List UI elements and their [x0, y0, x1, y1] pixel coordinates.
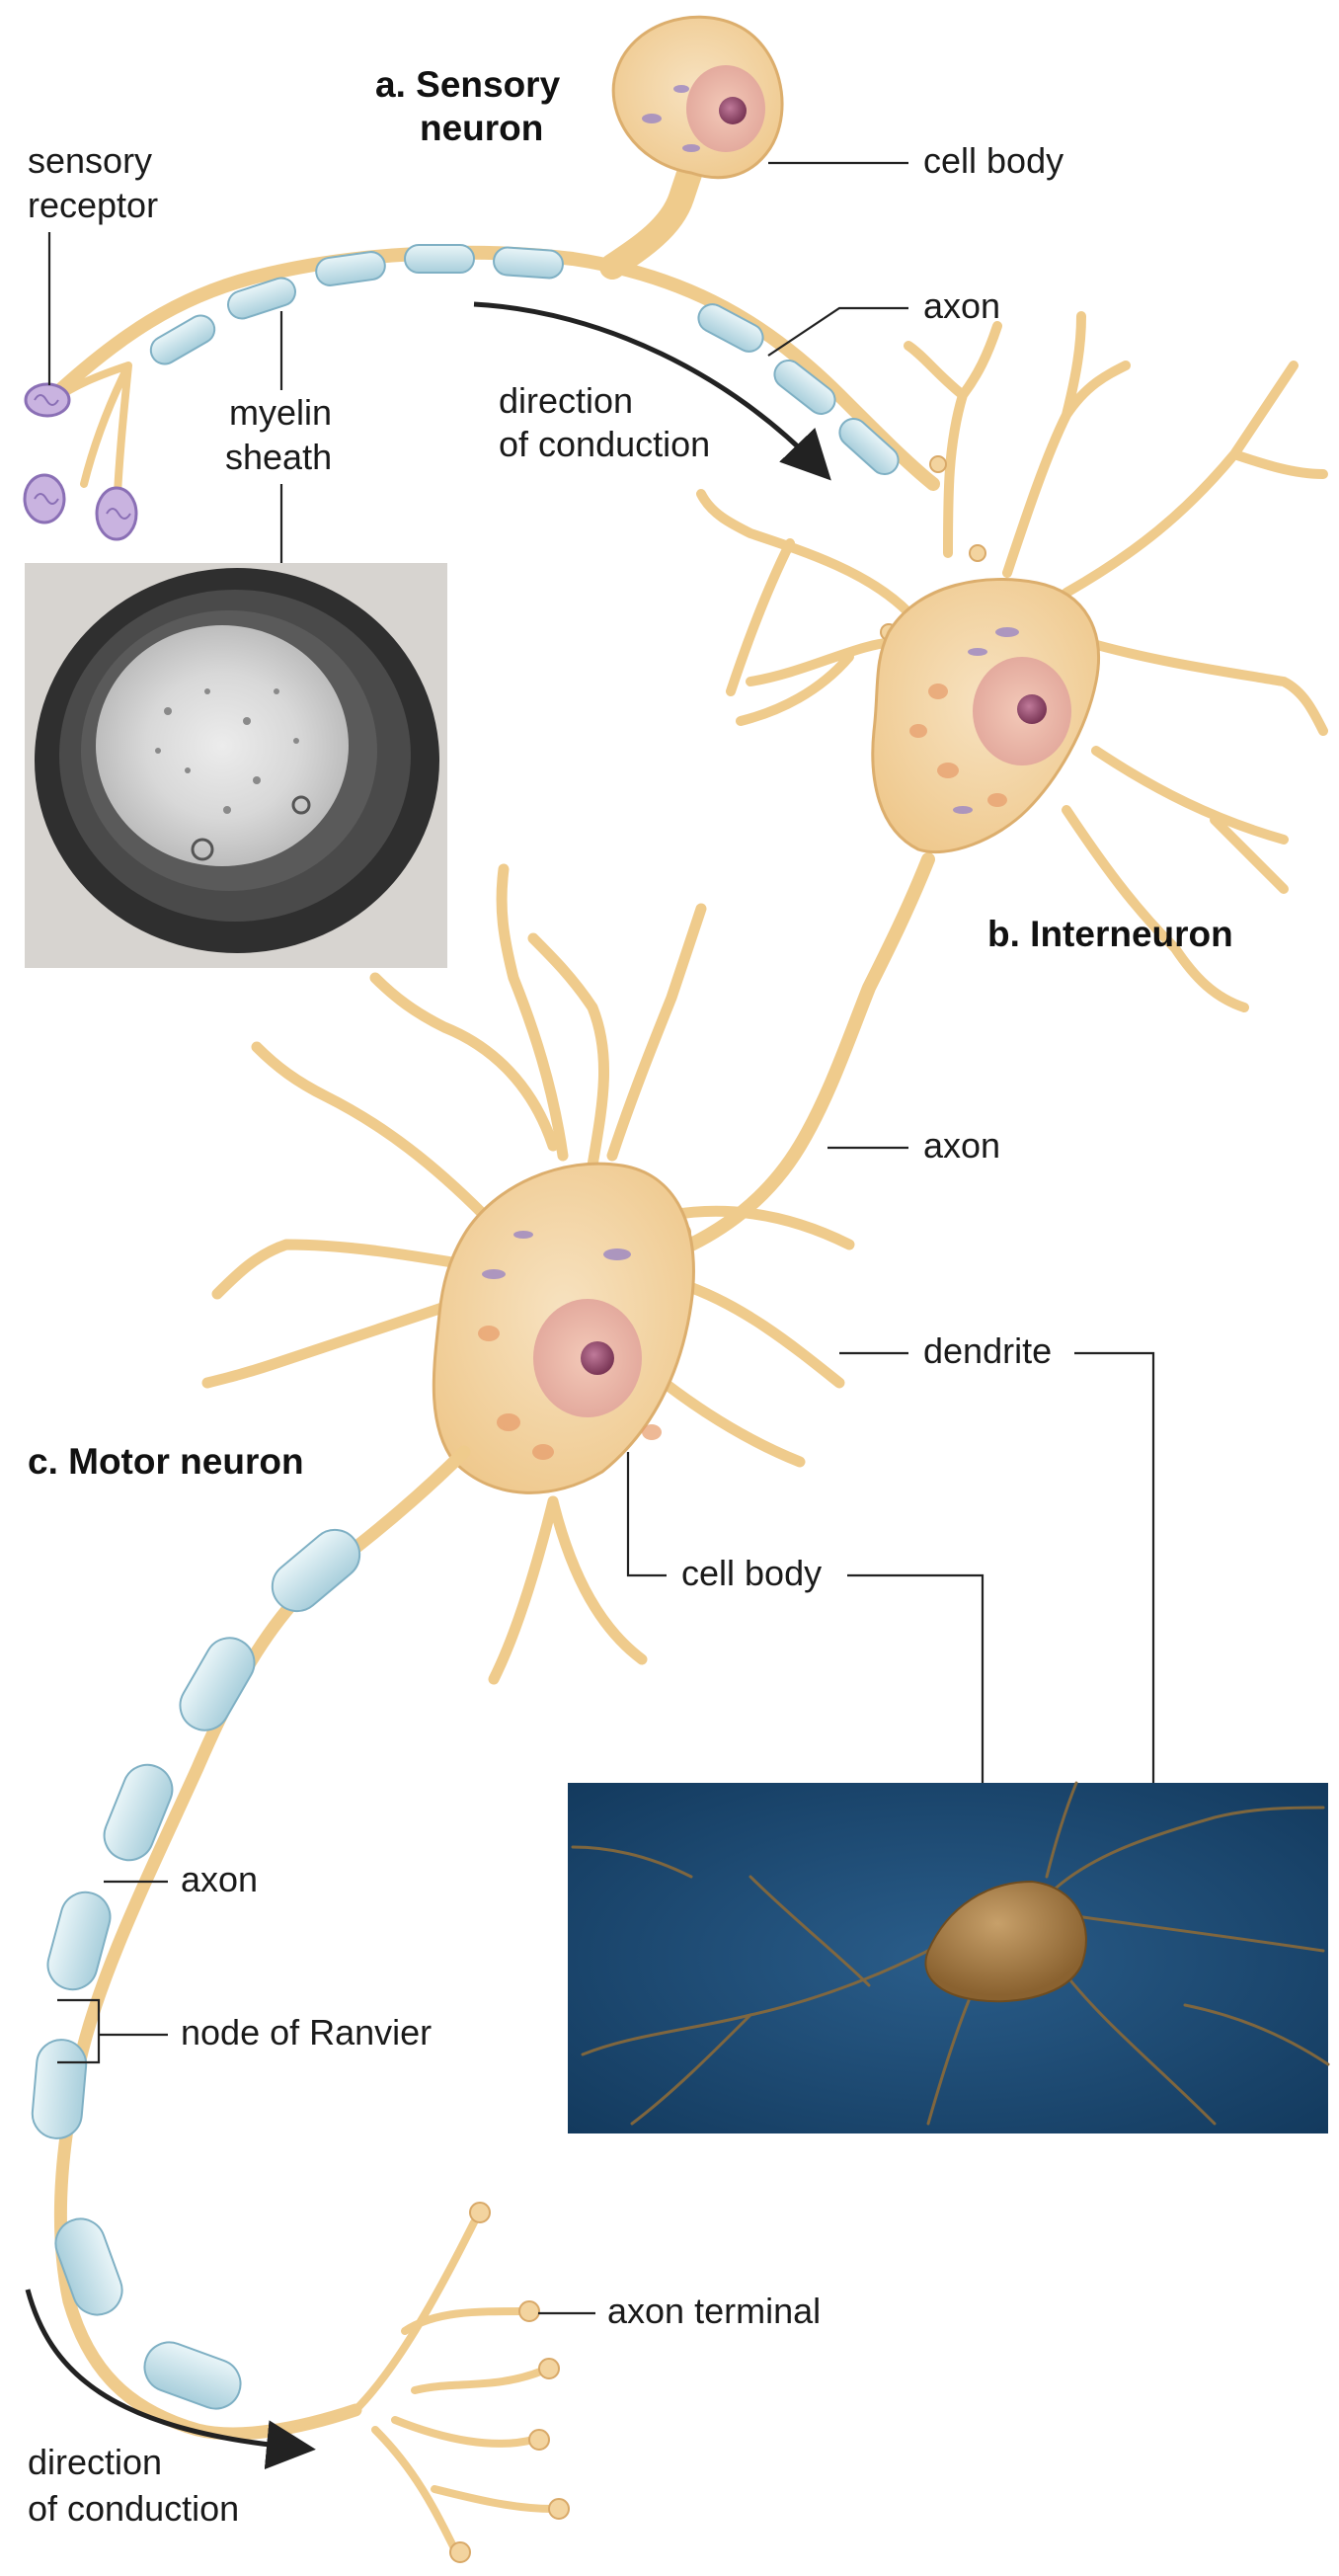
motor-title: c. Motor neuron [28, 1441, 304, 1482]
motor-neuron [31, 863, 855, 2563]
sensory-direction-line1: direction [499, 380, 633, 421]
myelin-label-line1: myelin [229, 392, 332, 433]
sensory-cell-body-label: cell body [923, 140, 1063, 181]
myelin-tem-micrograph [25, 563, 447, 968]
sensory-cell-stalk [599, 155, 704, 280]
sensory-myelin-segments [149, 244, 900, 476]
motor-axon-label: axon [181, 1859, 258, 1899]
interneuron-nucleolus [1017, 694, 1047, 724]
motor-direction-arrow [25, 2289, 316, 2470]
neuron-sem-micrograph [568, 1781, 1330, 2133]
myelin-label-line2: sheath [225, 437, 332, 477]
sensory-nucleolus [719, 97, 747, 124]
sensory-axon-label: axon [923, 285, 1000, 326]
interneuron [684, 311, 1328, 1251]
interneuron-title: b. Interneuron [987, 914, 1233, 954]
sem-cell-body [924, 1880, 1087, 2003]
sensory-axon-leader [767, 306, 908, 357]
sensory-receptor-ending [95, 486, 138, 541]
sensory-direction-arrow [473, 301, 831, 481]
node-of-ranvier-label: node of Ranvier [181, 2012, 432, 2053]
node-of-ranvier-bracket [57, 1998, 101, 2064]
motor-nucleolus [581, 1341, 614, 1375]
sensory-neuron [23, 15, 940, 541]
motor-cell-body-label: cell body [681, 1553, 822, 1593]
sensory-direction-line2: of conduction [499, 424, 710, 464]
interneuron-axon-label: axon [923, 1125, 1000, 1166]
sensory-title-line2: neuron [420, 108, 543, 148]
motor-dendrite-label: dendrite [923, 1330, 1052, 1371]
motor-direction-line1: direction [28, 2442, 162, 2482]
motor-myelin-segments [31, 1528, 361, 2410]
axon-terminal-label: axon terminal [607, 2291, 821, 2331]
sensory-receptor-label-line2: receptor [28, 185, 158, 225]
sensory-receptor-label-line1: sensory [28, 140, 152, 181]
motor-cell-body-leader [626, 1452, 667, 1577]
sensory-title-line1: a. Sensory [375, 64, 561, 105]
sensory-receptor-ending [23, 473, 66, 524]
interneuron-axon [684, 852, 935, 1251]
motor-direction-line2: of conduction [28, 2488, 239, 2529]
